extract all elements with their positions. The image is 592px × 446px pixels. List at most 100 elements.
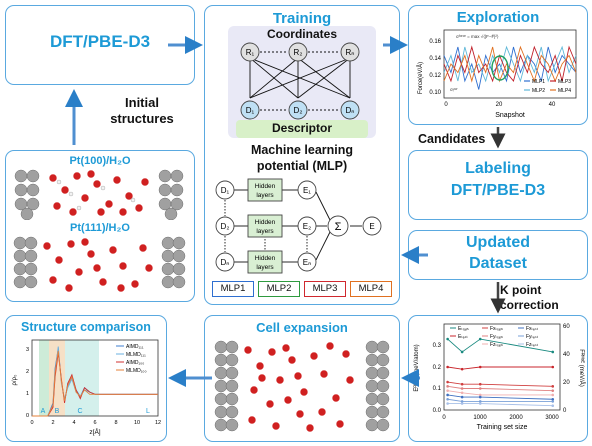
series-line-5 [447, 390, 553, 396]
d-node-n-label: Dₙ [346, 106, 355, 115]
training-size-ytick-left-0: 0.0 [433, 408, 442, 414]
candidates-label: Candidates [418, 132, 486, 146]
series-line-3 [443, 45, 577, 83]
series-5-point-1 [446, 389, 449, 392]
exploration-legend-2: MLP3 [558, 79, 571, 85]
kpoint-line2: correction [500, 298, 559, 312]
descriptor-label-bg [236, 120, 368, 138]
series-6-point-1 [446, 393, 449, 397]
hidden-layer-1 [247, 178, 283, 202]
pt-slab-left [14, 169, 40, 220]
training-size-ytick-right-1: 20 [563, 380, 570, 386]
mlp3-label: MLP3 [304, 281, 346, 297]
r-node-1 [240, 42, 260, 62]
exploration-ylabel: Force(eV/Å) [417, 62, 424, 94]
r-node-1-label: R₁ [246, 48, 255, 57]
series-line-2 [443, 45, 577, 83]
mlp2-label: MLP2 [258, 281, 300, 297]
series-5-point-4 [551, 393, 555, 397]
region-a-label: A [41, 408, 46, 415]
hidden-layer-1-line1: Hidden [255, 183, 276, 190]
series-7-point-1 [446, 397, 449, 401]
d-node-1 [240, 100, 260, 120]
series-8-point-1 [446, 402, 449, 405]
structure-legend-0: AIMD₁₁₁ [126, 344, 144, 350]
structure-comparison-chart: ρ/ρ₀ 0 1 2 3 0 2 4 6 8 10 12 z[Å] A B C … [12, 339, 161, 436]
pt100-label: Pt(100)/H₂O [69, 155, 131, 167]
updated-dataset-panel [408, 230, 588, 280]
net-input-1 [215, 180, 235, 200]
exploration-ytick-1: 0.12 [429, 73, 441, 79]
training-size-xtick-3: 3000 [545, 415, 559, 421]
structure-xtick-2: 4 [72, 420, 75, 426]
labeling-line1: Labeling [465, 160, 531, 177]
pt-slab-right [158, 169, 184, 220]
series-line-1 [443, 46, 577, 90]
hidden-layer-2 [247, 214, 283, 238]
initial-structures-line1: Initial [125, 95, 159, 110]
series-1-point-3 [478, 337, 482, 341]
series-line-1 [447, 338, 553, 353]
hidden-layer-n-line1: Hidden [255, 255, 276, 262]
exploration-formula: σᶠᵒʳᶜᵉ = max √⟨|F−F̄|²⟩ [456, 33, 499, 39]
d-node-n [340, 100, 360, 120]
r-node-n [340, 42, 360, 62]
coordinates-label: Coordinates [266, 27, 337, 41]
training-size-ylabel-left: Eᴿᴹˢᴱ (meV/atom) [413, 344, 420, 391]
r-node-n-label: Rₙ [346, 48, 355, 57]
structure-ytick-3: 3 [26, 347, 29, 353]
series-2-point-1 [446, 365, 449, 369]
training-size-xtick-0: 0 [442, 415, 446, 421]
exploration-highlight-ellipse [491, 55, 509, 81]
net-output-2 [297, 216, 317, 236]
cell-expansion-panel [204, 315, 400, 442]
series-8-point-4 [551, 404, 555, 407]
mlp-title-line1: Machine learning [250, 143, 354, 157]
series-1-point-4 [551, 350, 555, 354]
descriptor-graph: R₁ R₂ Rₙ D₁ D₂ Dₙ [240, 42, 360, 120]
dft-label: DFT/PBE-D3 [49, 32, 151, 51]
water-molecules [48, 169, 150, 217]
series-line-7 [447, 398, 553, 402]
net-input-n-label: Dₙ [221, 258, 230, 267]
structure-xtick-6: 12 [155, 420, 161, 426]
hidden-layer-2-line1: Hidden [255, 219, 276, 226]
training-size-panel [408, 315, 588, 442]
structure-legend-2: AIMD₁₀₀ [126, 360, 144, 366]
series-8-point-3 [478, 402, 482, 405]
net-output-n-label: Eₙ [303, 258, 312, 267]
series-6-point-3 [478, 395, 482, 399]
exploration-chart: Force(eV/Å) 0.10 0.12 0.14 0.16 0 20 40 … [417, 29, 577, 119]
mlp-labels-row: MLP1 MLP2 MLP3 MLP4 [212, 281, 392, 297]
training-size-ytick-right-2: 40 [563, 352, 570, 358]
structure-comparison-title: Structure comparison [21, 320, 151, 334]
series-7-point-4 [551, 400, 555, 403]
mlp4-label: MLP4 [350, 281, 392, 297]
final-output-node [362, 216, 382, 236]
structure-legend-1: MLMD₁₁₁ [126, 352, 146, 358]
pt111-structure-image [13, 236, 186, 293]
d-node-1-label: D₁ [246, 106, 255, 115]
series-6-point-2 [460, 395, 464, 399]
series-7-point-2 [460, 400, 464, 403]
series-line-3 [447, 381, 553, 387]
d-node-2-label: D₂ [294, 106, 303, 115]
net-output-n [297, 252, 317, 272]
structure-xtick-5: 10 [134, 420, 140, 426]
series-6-point-4 [551, 397, 555, 401]
structure-xlabel: z[Å] [89, 427, 100, 436]
dft-panel [5, 5, 195, 85]
structure-ytick-2: 2 [26, 369, 29, 375]
series-2-point-4 [551, 365, 555, 369]
structure-xtick-0: 0 [30, 420, 33, 426]
series-4-point-2 [460, 387, 464, 390]
exploration-ytick-2: 0.14 [429, 56, 441, 62]
series-7-point-3 [478, 400, 482, 403]
series-2-point-3 [478, 365, 482, 369]
region-c-label: C [77, 408, 82, 415]
sum-symbol: Σ [335, 221, 342, 233]
updated-line1: Updated [466, 234, 530, 251]
training-title: Training [272, 10, 332, 27]
kpoint-line1: K point [500, 283, 542, 297]
mlp1-label: MLP1 [212, 281, 254, 297]
